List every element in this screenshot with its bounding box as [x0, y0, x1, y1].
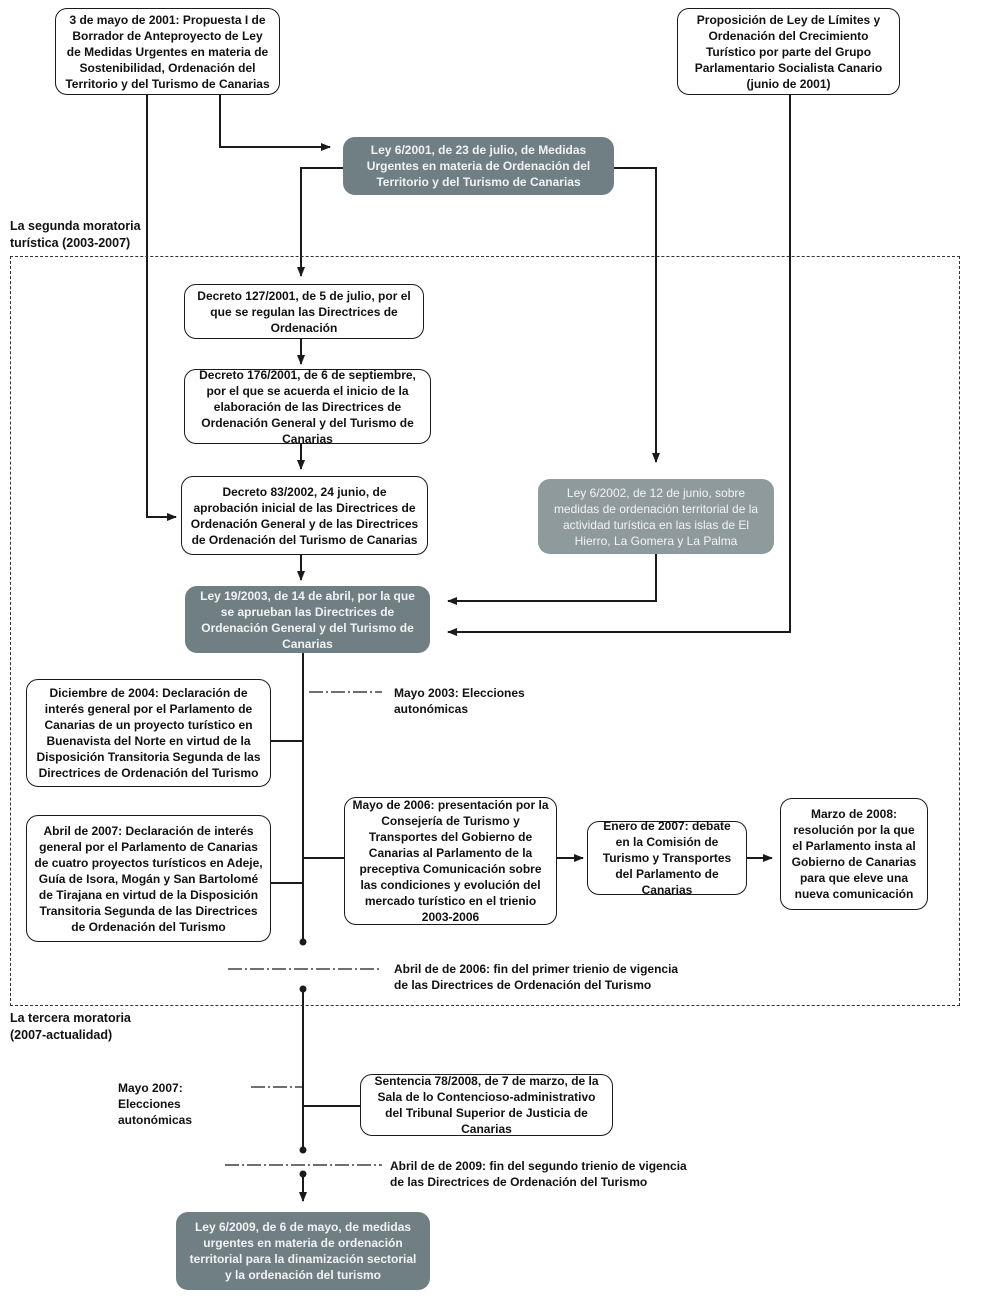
timeline-dot-4	[299, 1170, 307, 1178]
note-abril-2009: Abril de de 2009: fin del segundo trieni…	[390, 1159, 687, 1189]
arrow-propuesta-to-decreto83	[146, 95, 177, 521]
box-decreto-176: Decreto 176/2001, de 6 de septiembre, po…	[184, 368, 431, 446]
box-ley-6-2001: Ley 6/2001, de 23 de julio, de Medidas U…	[343, 137, 614, 195]
timeline-dot-2	[299, 985, 307, 993]
box-mayo-2006: Mayo de 2006: presentación por la Consej…	[344, 797, 557, 925]
box-decreto-83: Decreto 83/2002, 24 junio, de aprobación…	[181, 476, 428, 555]
box-marzo-2008: Marzo de 2008: resolución por la que el …	[780, 798, 928, 910]
note-abril-2006: Abril de de 2006: fin del primer trienio…	[394, 962, 679, 992]
timeline-dot-1	[299, 938, 307, 946]
box-decreto-127: Decreto 127/2001, de 5 de julio, por el …	[184, 284, 424, 339]
box-proposicion-ley: Proposición de Ley de Límites y Ordenaci…	[677, 8, 900, 95]
box-propuesta-2001: 3 de mayo de 2001: Propuesta I de Borrad…	[55, 8, 280, 95]
box-ley-6-2002: Ley 6/2002, de 12 de junio, sobre medida…	[538, 479, 774, 554]
arrow-proposicion-to-ley19	[447, 95, 791, 636]
box-enero-2007: Enero de 2007: debate en la Comisión de …	[587, 819, 747, 897]
box-sentencia-78: Sentencia 78/2008, de 7 de marzo, de la …	[360, 1074, 613, 1136]
arrow-ley6-2002-to-ley19	[447, 554, 657, 605]
arrow-ley6-2001-to-ley6-2002	[614, 167, 660, 463]
note-mayo-2003: Mayo 2003: Elecciones autonómicas	[394, 686, 525, 716]
box-abr-2007: Abril de 2007: Declaración de interés ge…	[26, 815, 271, 942]
note-mayo-2007: Mayo 2007: Elecciones autonómicas	[118, 1081, 193, 1127]
box-ley-19-2003: Ley 19/2003, de 14 de abril, por la que …	[185, 586, 430, 653]
section-label-second: La segunda moratoria turística (2003-200…	[10, 219, 141, 250]
second-moratorium-frame	[10, 256, 960, 1006]
section-label-third: La tercera moratoria (2007-actualidad)	[10, 1011, 131, 1042]
timeline-dot-3	[299, 1146, 307, 1154]
arrow-propuesta-to-ley6-2001	[219, 95, 331, 151]
arrow-ley6-2001-to-decreto127	[297, 167, 343, 277]
box-ley-6-2009: Ley 6/2009, de 6 de mayo, de medidas urg…	[176, 1212, 430, 1290]
box-dic-2004: Diciembre de 2004: Declaración de interé…	[26, 679, 271, 787]
